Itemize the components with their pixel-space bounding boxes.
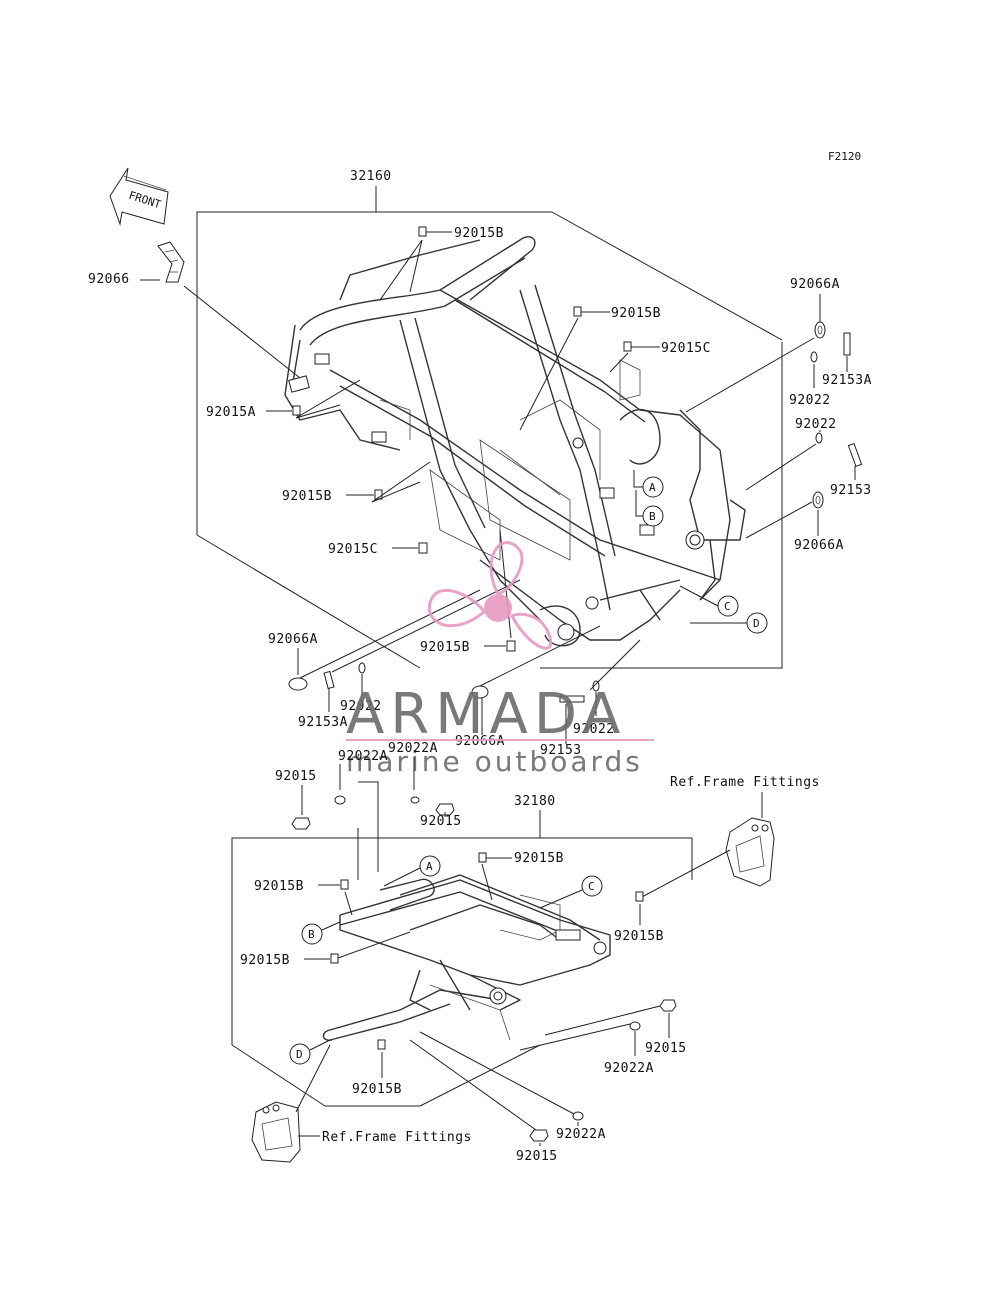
label-92015B-sub-right: 92015B (614, 929, 664, 944)
callout-b-lower: B (301, 921, 341, 945)
frame-fitting-upper (725, 817, 775, 887)
front-arrow-icon: FRONT (109, 167, 169, 226)
label-92015B-upper-right: 92015B (611, 306, 661, 321)
svg-text:D: D (296, 1048, 303, 1061)
label-92066A-lower-left: 92066A (268, 632, 318, 647)
label-92153A-right: 92153A (822, 373, 872, 388)
label-92015B-center: 92015B (420, 640, 470, 655)
label-92015B-left: 92015B (282, 489, 332, 504)
label-92015-top-center: 92015 (420, 814, 462, 829)
label-92153-right: 92153 (830, 483, 872, 498)
label-92015B-sub-bottom: 92015B (352, 1082, 402, 1097)
label-92066A-top-right: 92066A (790, 277, 840, 292)
callout-b-upper: B (635, 490, 664, 527)
label-ref-frame-fittings-upper: Ref.Frame Fittings (670, 775, 820, 790)
frame-fitting-lower (251, 1101, 301, 1163)
svg-text:C: C (588, 880, 595, 893)
callout-d-lower: D (289, 1039, 331, 1065)
label-92066A-lower-center: 92066A (455, 734, 505, 749)
main-frame-boundary (196, 186, 783, 669)
propeller-logo-icon (427, 541, 553, 650)
armada-watermark: ARMADA marine outboards (346, 541, 654, 778)
label-92015A: 92015A (206, 405, 256, 420)
main-frame-32160 (284, 236, 746, 647)
label-92022-right-lower: 92022 (795, 417, 837, 432)
label-92015-lower-right: 92015 (645, 1041, 687, 1056)
sub-frame-boundary (231, 810, 693, 1107)
label-32160: 32160 (350, 169, 392, 184)
svg-text:B: B (308, 928, 315, 941)
part-92066 (157, 241, 185, 283)
label-92015C-left: 92015C (328, 542, 378, 557)
label-92066: 92066 (88, 272, 130, 287)
callout-d-upper: D (690, 612, 768, 634)
label-92022A-top-left: 92022A (338, 749, 388, 764)
label-92015B-sub-left-upper: 92015B (254, 879, 304, 894)
svg-text:A: A (649, 481, 656, 494)
label-92066A-right-lower: 92066A (794, 538, 844, 553)
label-92015-top-left: 92015 (275, 769, 317, 784)
callout-a-upper: A (633, 470, 664, 498)
label-92022A-lower-right: 92022A (604, 1061, 654, 1076)
label-92015B-sub-top: 92015B (514, 851, 564, 866)
label-92022-lower-left: 92022 (340, 699, 382, 714)
callout-a-lower: A (383, 855, 441, 887)
label-92015C-top: 92015C (661, 341, 711, 356)
sub-frame-32180 (322, 874, 611, 1041)
label-92022A-top-center: 92022A (388, 741, 438, 756)
svg-text:D: D (753, 617, 760, 630)
svg-text:A: A (426, 860, 433, 873)
label-92153A-lower-left: 92153A (298, 715, 348, 730)
watermark-tagline: marine outboards (346, 745, 643, 778)
svg-text:B: B (649, 510, 656, 523)
watermark-brand: ARMADA (346, 682, 626, 747)
label-92153-lower-center: 92153 (540, 743, 582, 758)
callout-c-lower: C (539, 875, 603, 909)
figure-code: F2120 (828, 150, 861, 163)
svg-text:C: C (724, 600, 731, 613)
label-92015-bottom: 92015 (516, 1149, 558, 1164)
label-92015B-sub-left-lower: 92015B (240, 953, 290, 968)
label-92022A-bottom: 92022A (556, 1127, 606, 1142)
label-92015B-top: 92015B (454, 226, 504, 241)
label-92022-lower-center: 92022 (573, 722, 615, 737)
callout-c-upper: C (679, 585, 739, 617)
label-92022-right-upper: 92022 (789, 393, 831, 408)
label-ref-frame-fittings-lower: Ref.Frame Fittings (322, 1130, 472, 1145)
label-32180: 32180 (514, 794, 556, 809)
